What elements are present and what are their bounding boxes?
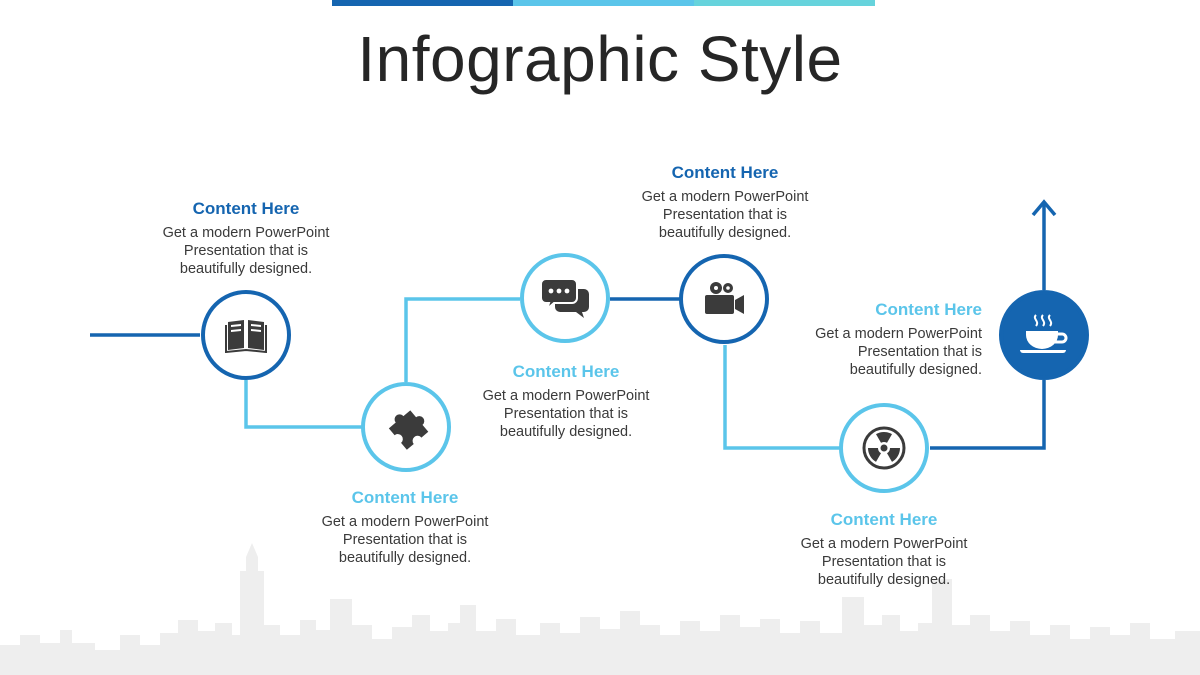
step-5-text: Content Here Get a modern PowerPoint Pre… bbox=[784, 510, 984, 589]
book-icon bbox=[225, 320, 267, 353]
step-1-circle bbox=[201, 290, 291, 380]
step-6-body: Get a modern PowerPoint Presentation tha… bbox=[815, 326, 982, 378]
city-skyline-silhouette bbox=[0, 543, 1200, 675]
coffee-cup-icon bbox=[1020, 314, 1068, 353]
connector-4-5 bbox=[723, 345, 840, 450]
step-3-text: Content Here Get a modern PowerPoint Pre… bbox=[466, 362, 666, 441]
step-4-circle bbox=[679, 254, 769, 344]
step-4-heading: Content Here bbox=[671, 163, 779, 182]
video-camera-icon bbox=[705, 282, 744, 314]
step-6-heading: Content Here bbox=[875, 300, 982, 319]
top-accent-bar-light bbox=[513, 0, 694, 6]
step-1-body: Get a modern PowerPoint Presentation tha… bbox=[162, 225, 330, 277]
step-2-heading: Content Here bbox=[351, 488, 459, 507]
step-2-circle bbox=[361, 382, 451, 472]
step-4-text: Content Here Get a modern PowerPoint Pre… bbox=[625, 163, 825, 242]
step-3-circle bbox=[520, 253, 610, 343]
arrow-head-icon bbox=[1031, 199, 1057, 217]
top-accent-bar-dark bbox=[332, 0, 513, 6]
connector-5-6 bbox=[930, 380, 1046, 450]
step-1-heading: Content Here bbox=[192, 199, 300, 218]
top-accent-bar-teal bbox=[694, 0, 875, 6]
step-1-text: Content Here Get a modern PowerPoint Pre… bbox=[146, 199, 346, 278]
step-6-text: Content Here Get a modern PowerPoint Pre… bbox=[792, 300, 982, 379]
radiation-icon bbox=[862, 426, 906, 470]
connector-1-2 bbox=[244, 380, 362, 429]
step-6-circle bbox=[999, 290, 1089, 380]
step-5-body: Get a modern PowerPoint Presentation tha… bbox=[800, 536, 968, 588]
page-title: Infographic Style bbox=[357, 23, 843, 95]
step-4-body: Get a modern PowerPoint Presentation tha… bbox=[641, 189, 809, 241]
step-5-circle bbox=[839, 403, 929, 493]
puzzle-icon bbox=[388, 410, 429, 450]
step-3-heading: Content Here bbox=[512, 362, 620, 381]
step-5-heading: Content Here bbox=[830, 510, 938, 529]
connector-2-3 bbox=[404, 297, 520, 382]
step-3-body: Get a modern PowerPoint Presentation tha… bbox=[482, 388, 650, 440]
chat-icon bbox=[540, 278, 589, 318]
step-2-body: Get a modern PowerPoint Presentation tha… bbox=[321, 514, 489, 566]
step-2-text: Content Here Get a modern PowerPoint Pre… bbox=[305, 488, 505, 567]
